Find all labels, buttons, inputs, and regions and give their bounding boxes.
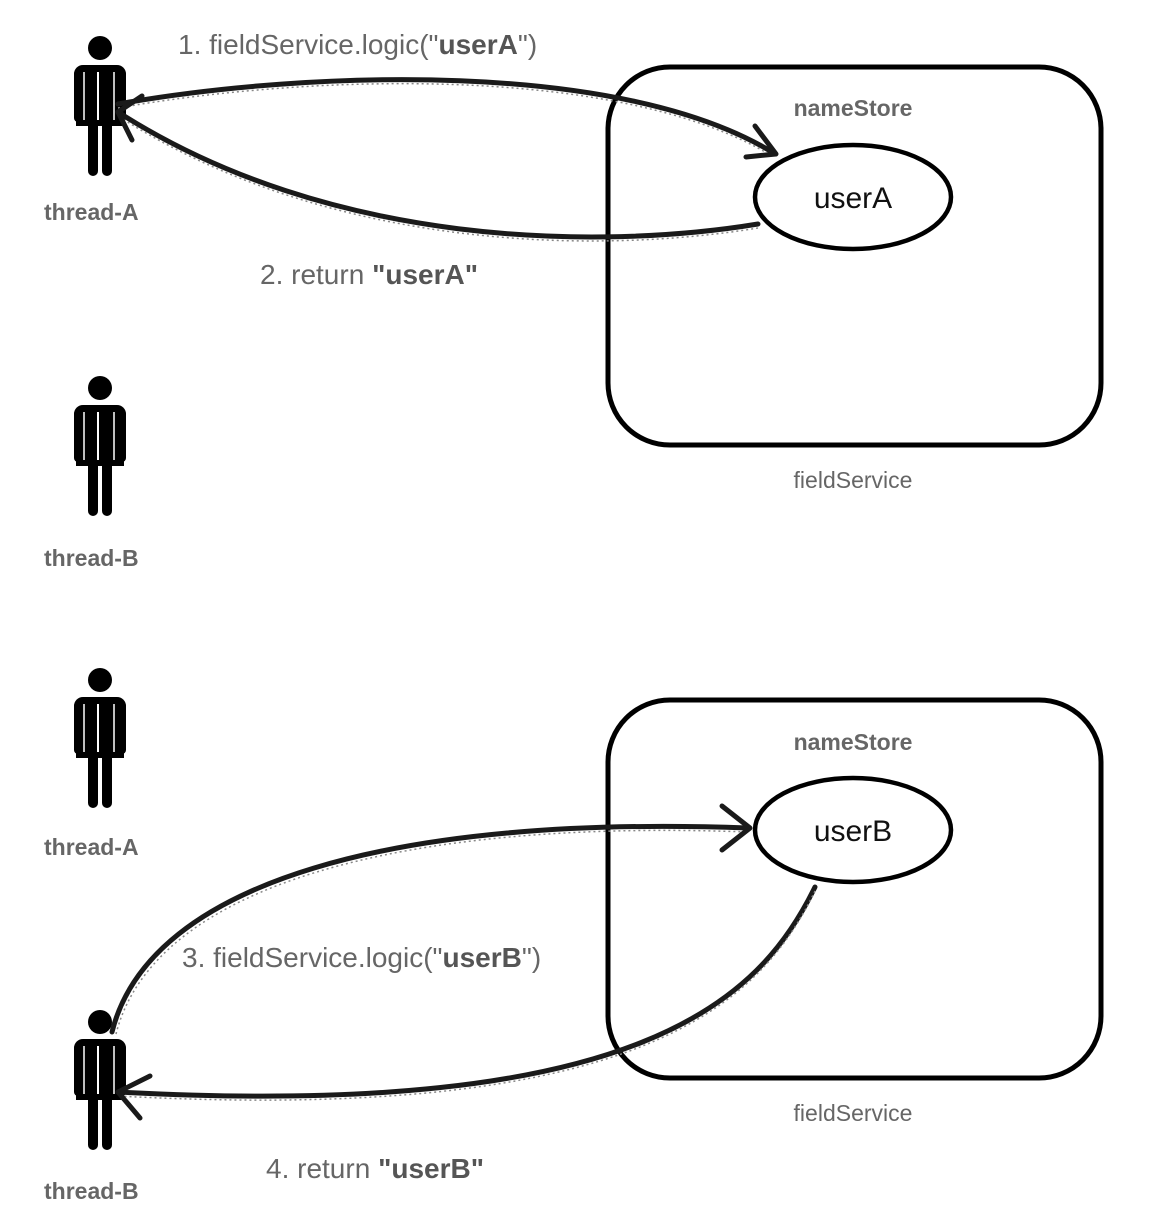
call-arrowhead — [719, 803, 753, 853]
name-store-label: nameStore — [794, 95, 913, 121]
name-store-label: nameStore — [794, 729, 913, 755]
panel-bottom: thread-A thread-B fieldService nameStore… — [44, 667, 1104, 1204]
name-store-value-ellipse — [752, 775, 954, 885]
step-2-label: 2. return "userA" — [260, 259, 478, 290]
name-store-value-ellipse — [752, 142, 954, 252]
person-icon — [73, 667, 127, 809]
return-arrowhead — [115, 93, 145, 143]
thread-b-label: thread-B — [44, 545, 139, 571]
thread-b-label: thread-B — [44, 1178, 139, 1204]
return-arrow — [115, 884, 818, 1099]
return-arrowhead — [115, 1073, 153, 1121]
thread-a-label: thread-A — [44, 199, 139, 225]
field-service-label: fieldService — [794, 467, 913, 493]
step-1-label: 1. fieldService.logic("userA") — [178, 29, 537, 60]
field-service-box — [605, 64, 1104, 448]
return-arrow — [115, 109, 761, 240]
call-arrow — [115, 77, 775, 155]
field-service-box — [605, 697, 1104, 1081]
panel-top: thread-A thread-B fieldService nameStore… — [44, 29, 1104, 571]
field-service-label: fieldService — [794, 1100, 913, 1126]
person-icon — [73, 1009, 127, 1151]
name-store-value: userB — [814, 815, 892, 848]
step-4-label: 4. return "userB" — [266, 1153, 484, 1184]
person-icon — [73, 375, 127, 517]
thread-a-label: thread-A — [44, 834, 139, 860]
step-3-label: 3. fieldService.logic("userB") — [182, 942, 541, 973]
call-arrowhead — [743, 123, 779, 160]
call-arrow — [109, 823, 751, 1035]
name-store-value: userA — [814, 182, 892, 215]
